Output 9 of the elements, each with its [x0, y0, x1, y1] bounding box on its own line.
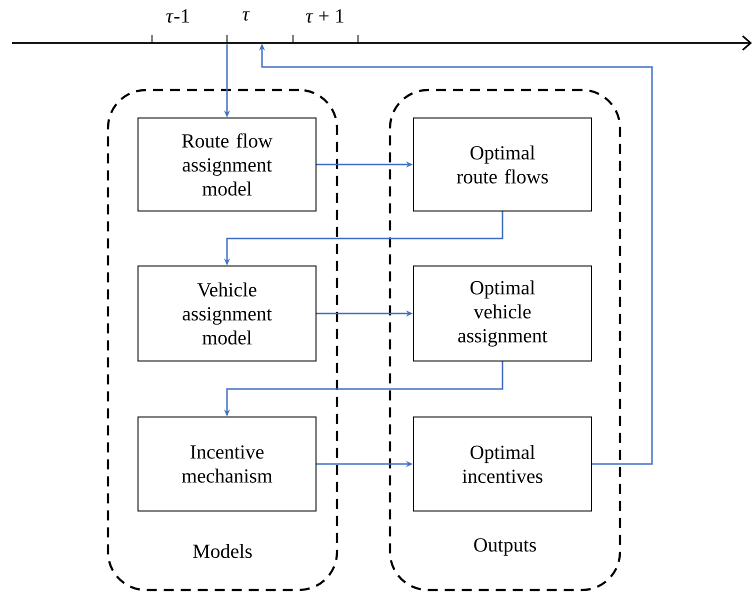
process-box: Vehicle assignment model [138, 266, 316, 362]
group-label: Outputs [474, 538, 536, 556]
process-box: Optimal vehicle assignment [413, 266, 592, 362]
process-box: Optimal route flows [413, 118, 592, 212]
process-box: Route flow assignment model [138, 118, 316, 212]
process-box: Incentive mechanism [138, 416, 316, 512]
time-axis [12, 35, 752, 51]
group-label: Models [193, 544, 252, 558]
process-box: Optimal incentives [413, 416, 592, 512]
